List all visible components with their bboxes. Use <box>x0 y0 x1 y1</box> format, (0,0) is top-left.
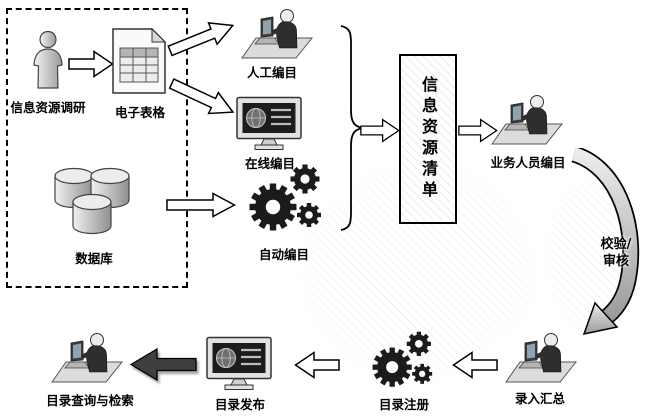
arrow-left-icon <box>294 351 340 379</box>
arrow-right-icon <box>360 118 400 143</box>
person-at-computer-icon <box>240 6 314 60</box>
database-icon <box>54 167 130 235</box>
verify-line2: 审核 <box>602 254 629 269</box>
person-at-computer-icon <box>490 92 564 146</box>
spreadsheet-icon <box>112 28 166 94</box>
source-group-box <box>6 8 188 288</box>
person-icon <box>33 30 63 89</box>
arrow-right-icon <box>166 192 236 218</box>
gears-icon <box>368 328 438 393</box>
spreadsheet-label: 电子表格 <box>114 105 165 120</box>
verify-flow-arrow-icon <box>570 148 640 336</box>
verify-line1: 校验/ <box>600 237 632 252</box>
resource-list-label: 信息资源清单 <box>419 76 438 202</box>
verify-annotation: 校验/ 审核 <box>590 236 642 270</box>
online-catalog-label: 在线编目 <box>244 156 295 171</box>
person-at-computer-icon <box>504 330 578 384</box>
survey-label: 信息资源调研 <box>10 100 86 115</box>
dark-arrow-left-icon <box>129 347 197 382</box>
monitor-globe-icon <box>204 336 276 392</box>
database-label: 数据库 <box>75 251 113 266</box>
arrow-right-icon <box>68 50 114 78</box>
gears-icon <box>244 160 328 238</box>
catalog-publish-label: 目录发布 <box>214 397 265 412</box>
catalog-query-label: 目录查询与检索 <box>46 393 134 408</box>
auto-catalog-label: 自动编目 <box>258 247 309 262</box>
monitor-globe-icon <box>234 96 306 152</box>
person-at-computer-icon <box>50 330 124 384</box>
manual-catalog-label: 人工编目 <box>246 65 297 80</box>
arrow-left-icon <box>452 351 498 379</box>
resource-list-box: 信息资源清单 <box>399 54 457 224</box>
entry-summary-label: 录入汇总 <box>514 391 565 406</box>
business-catalog-label: 业务人员编目 <box>490 155 566 170</box>
catalog-register-label: 目录注册 <box>378 397 429 412</box>
